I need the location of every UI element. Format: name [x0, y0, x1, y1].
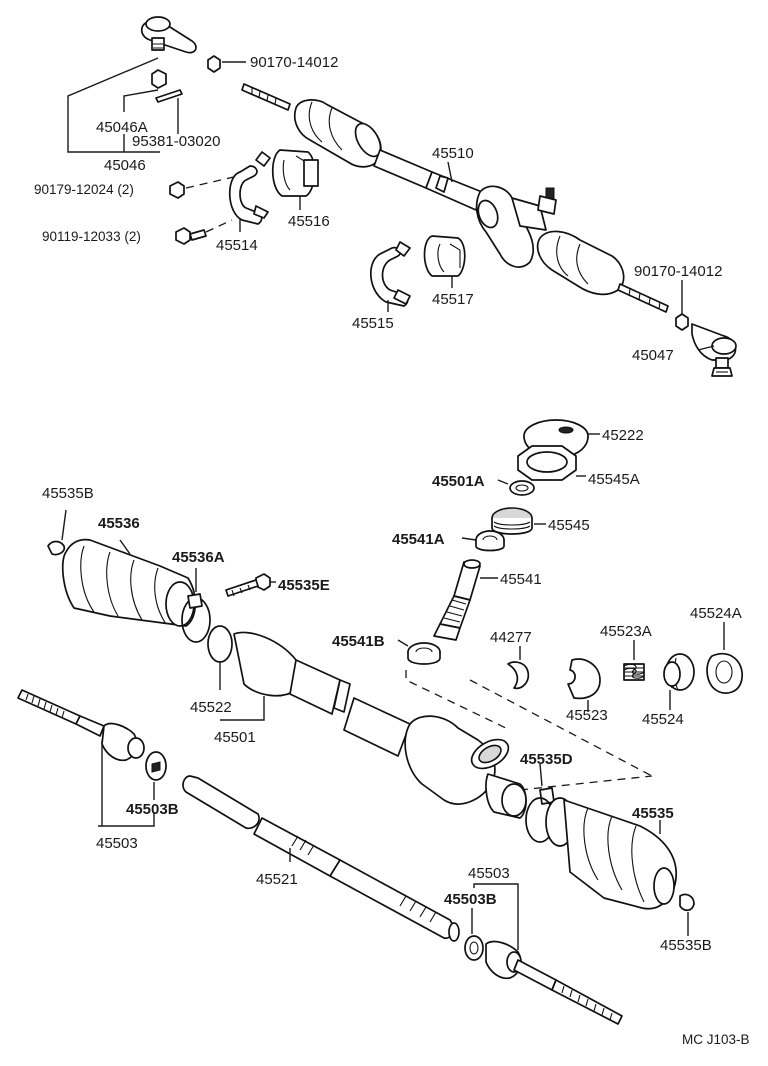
- grommet-45517-drawing: [423, 235, 466, 277]
- label-90179-12024: 90179-12024 (2): [34, 182, 134, 197]
- label-45515: 45515: [352, 315, 394, 332]
- label-45046A: 45046A: [96, 119, 148, 136]
- rack-housing-assembly-drawing: [241, 83, 669, 313]
- pinion-45541-drawing: [433, 559, 481, 641]
- label-45541A: 45541A: [392, 531, 445, 548]
- label-45541: 45541: [500, 571, 542, 588]
- bolt-45535E-drawing: [225, 573, 271, 597]
- label-45535E: 45535E: [278, 577, 330, 594]
- label-45523A: 45523A: [600, 623, 652, 640]
- label-45535D: 45535D: [520, 751, 573, 768]
- label-45516: 45516: [288, 213, 330, 230]
- label-45514: 45514: [216, 237, 258, 254]
- adjusting-screw-45545-drawing: [491, 507, 533, 535]
- clamp-45536A-drawing: [181, 593, 211, 643]
- ring-45501A-drawing: [509, 480, 535, 496]
- label-45517: 45517: [432, 291, 474, 308]
- rack-45521-drawing: [182, 775, 460, 942]
- plug-45524-drawing: [663, 653, 695, 691]
- label-45047: 45047: [632, 347, 674, 364]
- bracket-45514-drawing: [228, 151, 271, 225]
- tie-rod-end-left-drawing: [140, 16, 197, 54]
- label-45222: 45222: [602, 427, 644, 444]
- label-45536: 45536: [98, 515, 140, 532]
- tie-rod-end-right-drawing: [691, 323, 737, 377]
- label-45535B-bottom: 45535B: [660, 937, 712, 954]
- label-45535B-top: 45535B: [42, 485, 94, 502]
- bracket-45515-drawing: [369, 241, 411, 307]
- label-45536A: 45536A: [172, 549, 225, 566]
- seal-44277-drawing: [507, 661, 530, 690]
- label-90119-12033: 90119-12033 (2): [42, 229, 141, 244]
- label-45501: 45501: [214, 729, 256, 746]
- tie-rod-45503-right-drawing: [485, 940, 623, 1025]
- diagram-code: MC J103-B: [682, 1032, 750, 1047]
- spring-45523A-drawing: [623, 663, 645, 681]
- label-45535: 45535: [632, 805, 674, 822]
- label-45501A: 45501A: [432, 473, 485, 490]
- label-90170-14012-top: 90170-14012: [250, 54, 338, 71]
- label-45541B: 45541B: [332, 633, 385, 650]
- label-45510: 45510: [432, 145, 474, 162]
- nut-45524A-drawing: [706, 652, 743, 694]
- bolt-90119-drawing: [175, 227, 207, 245]
- label-45524A: 45524A: [690, 605, 742, 622]
- label-95381-03020: 95381-03020: [132, 133, 220, 150]
- nut-top-drawing: [207, 55, 221, 73]
- label-45503-left: 45503: [96, 835, 138, 852]
- guide-45523-drawing: [567, 658, 601, 700]
- lock-nut-45545A-drawing: [517, 445, 577, 481]
- tie-rod-45503-left-drawing: [17, 689, 145, 762]
- label-45524: 45524: [642, 711, 684, 728]
- cotter-pin-drawing: [155, 89, 183, 103]
- washer-45503B-right-drawing: [464, 935, 484, 961]
- washer-45503B-left-drawing: [145, 751, 167, 781]
- label-45503B-left: 45503B: [126, 801, 179, 818]
- label-45521: 45521: [256, 871, 298, 888]
- clip-45535B-bottom-drawing: [679, 893, 695, 912]
- bearing-45541B-drawing: [407, 642, 441, 665]
- label-45046: 45046: [104, 157, 146, 174]
- label-45503B-right: 45503B: [444, 891, 497, 908]
- grommet-45516-drawing: [271, 149, 319, 197]
- label-90170-14012-right: 90170-14012: [634, 263, 722, 280]
- bolt-90179-drawing: [169, 181, 185, 199]
- clip-45535B-top-drawing: [47, 540, 66, 556]
- boot-45535-drawing: [545, 797, 677, 910]
- label-45523: 45523: [566, 707, 608, 724]
- rack-housing-45501-drawing: [207, 625, 527, 819]
- label-45522: 45522: [190, 699, 232, 716]
- label-45545A: 45545A: [588, 471, 640, 488]
- label-45503-right: 45503: [468, 865, 510, 882]
- castle-nut-drawing: [151, 69, 167, 89]
- label-45545: 45545: [548, 517, 590, 534]
- label-44277: 44277: [490, 629, 532, 646]
